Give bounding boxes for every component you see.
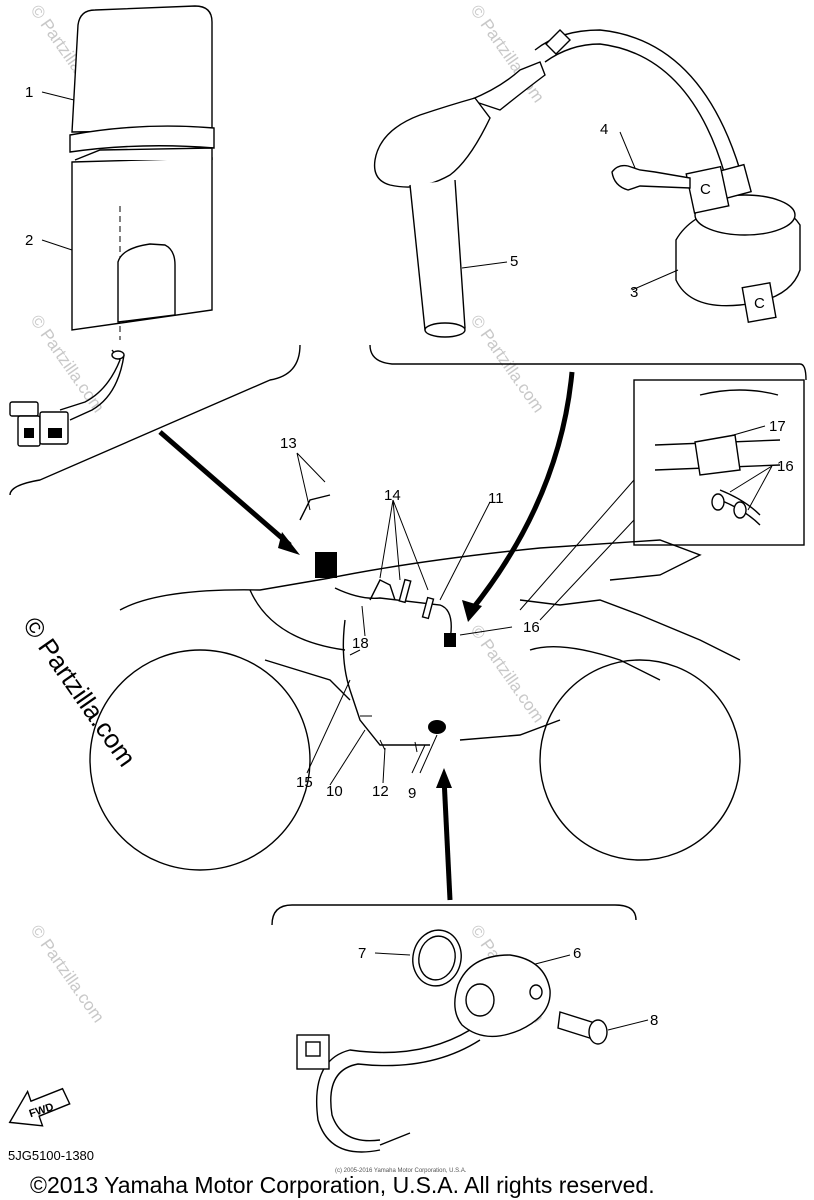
- callout-8: 8: [650, 1012, 658, 1029]
- arrow-neutral: [441, 777, 453, 901]
- callout-15: 15: [296, 774, 313, 791]
- connector-letter: C: [754, 295, 765, 312]
- callout-labels: 1 2 3 4 5 6 7 8 9 10 11 12 13 14 15 16 1…: [25, 84, 794, 1029]
- watermark-side: © Partzilla.com: [17, 611, 142, 772]
- callout-14: 14: [384, 487, 401, 504]
- callout-5: 5: [510, 253, 518, 270]
- callout-7: 7: [358, 945, 366, 962]
- bracket-neutral: [271, 904, 637, 926]
- copyright: ©2013 Yamaha Motor Corporation, U.S.A. A…: [30, 1172, 655, 1198]
- callout-16-inset: 16: [777, 458, 794, 475]
- motorcycle-silhouette: [89, 494, 741, 871]
- part-number: 5JG5100-1380: [8, 1148, 94, 1163]
- callout-12: 12: [372, 783, 389, 800]
- bracket-coil: [369, 344, 807, 381]
- cdi-unit-drawing: [9, 5, 215, 447]
- callout-leaders: [41, 91, 773, 1031]
- arrow-coil: [468, 371, 575, 614]
- small-copyright: (c) 2005-2016 Yamaha Motor Corporation, …: [335, 1168, 467, 1174]
- callout-2: 2: [25, 232, 33, 249]
- ignition-coil-drawing: C C: [373, 29, 801, 338]
- fwd-arrow: FWD: [8, 1087, 71, 1127]
- callout-18: 18: [352, 635, 369, 652]
- callout-13: 13: [280, 435, 297, 452]
- bracket-cdi: [9, 344, 301, 496]
- callout-4: 4: [600, 121, 608, 138]
- connector-letter: C: [700, 181, 711, 198]
- callout-17: 17: [769, 418, 786, 435]
- callout-1: 1: [25, 84, 33, 101]
- watermark: © Partzilla.com: [27, 921, 108, 1026]
- wiring-harness: [334, 578, 456, 753]
- inset-detail: [633, 379, 805, 546]
- callout-10: 10: [326, 783, 343, 800]
- callout-11: 11: [488, 490, 504, 507]
- callout-9: 9: [408, 785, 416, 802]
- callout-6: 6: [573, 945, 581, 962]
- callout-16: 16: [523, 619, 540, 636]
- watermark: © Partzilla.com: [467, 621, 548, 726]
- neutral-switch-drawing: [296, 929, 608, 1153]
- callout-3: 3: [630, 284, 638, 301]
- arrow-cdi: [158, 430, 292, 547]
